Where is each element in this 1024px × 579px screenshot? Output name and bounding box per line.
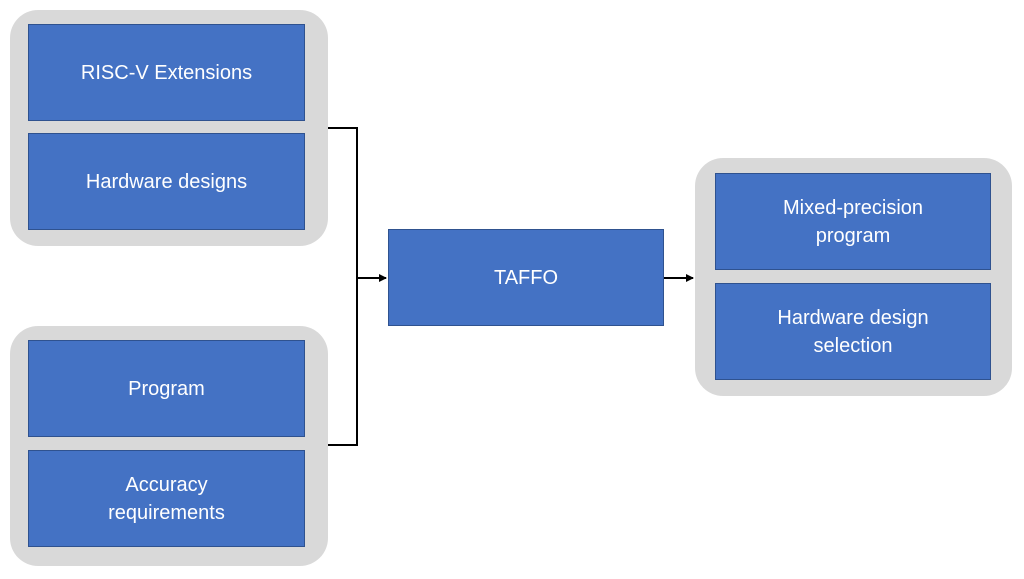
mixed-precision-program-label: Mixed-precision program — [782, 196, 924, 247]
top-group-connector — [328, 127, 358, 278]
hardware-designs-label: Hardware designs — [85, 170, 248, 193]
hardware-design-selection-label: Hardware design selection — [777, 306, 929, 357]
program-box: Program — [28, 340, 305, 437]
taffo-box: TAFFO — [388, 229, 664, 326]
hardware-designs-box: Hardware designs — [28, 133, 305, 230]
accuracy-requirements-label: Accuracy requirements — [108, 473, 225, 524]
hardware-design-selection-box: Hardware design selection — [715, 283, 991, 380]
bottom-group-connector — [328, 278, 358, 446]
accuracy-requirements-box: Accuracy requirements — [28, 450, 305, 547]
risc-v-extensions-box: RISC-V Extensions — [28, 24, 305, 121]
program-label: Program — [128, 377, 205, 400]
taffo-label: TAFFO — [493, 266, 559, 289]
risc-v-extensions-label: RISC-V Extensions — [80, 61, 253, 84]
mixed-precision-program-box: Mixed-precision program — [715, 173, 991, 270]
